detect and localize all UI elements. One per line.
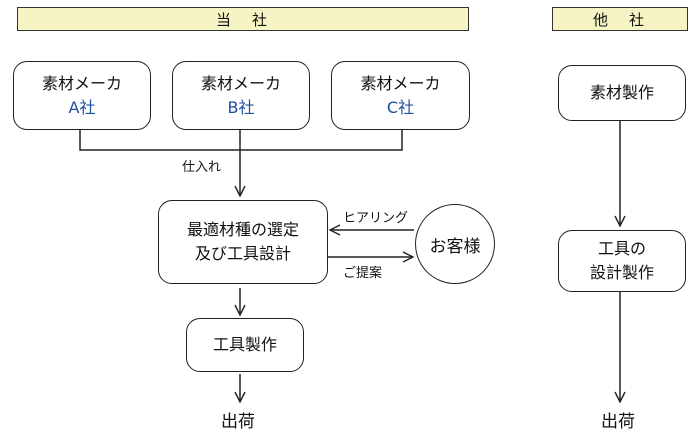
material-selection-line1: 最適材種の選定 <box>186 220 299 239</box>
supplier-a-box: 素材メーカ A社 <box>13 61 151 130</box>
supplier-b-name: B社 <box>227 97 255 117</box>
other-shipment-label: 出荷 <box>601 412 635 432</box>
customer-label: お客様 <box>429 236 481 257</box>
other-company-header: 他 社 <box>552 7 688 31</box>
purchase-label: 仕入れ <box>182 160 222 175</box>
tool-manufacture-label: 工具製作 <box>212 335 277 354</box>
other-company-label: 他 社 <box>592 10 647 29</box>
supplier-b-box: 素材メーカ B社 <box>172 61 310 130</box>
supplier-merge-line <box>79 130 403 151</box>
supplier-b-title: 素材メーカ <box>200 73 281 93</box>
material-selection-line2: 及び工具設計 <box>194 244 291 263</box>
own-company-label: 当 社 <box>215 10 270 29</box>
supplier-c-box: 素材メーカ C社 <box>331 61 470 130</box>
other-tool-design-line1: 工具の <box>597 239 646 258</box>
other-tool-design-line2: 設計製作 <box>589 263 654 282</box>
supplier-a-name: A社 <box>68 97 96 117</box>
own-shipment-label: 出荷 <box>221 412 255 432</box>
other-material-label: 素材製作 <box>589 83 654 102</box>
hearing-label: ヒアリング <box>343 211 409 226</box>
other-material-box: 素材製作 <box>558 65 686 121</box>
other-tool-design-box: 工具の 設計製作 <box>558 230 686 292</box>
tool-manufacture-box: 工具製作 <box>186 318 304 372</box>
material-selection-box: 最適材種の選定 及び工具設計 <box>158 200 328 284</box>
supplier-c-title: 素材メーカ <box>360 73 441 93</box>
proposal-label: ご提案 <box>343 266 383 281</box>
supplier-a-title: 素材メーカ <box>41 73 122 93</box>
own-company-header: 当 社 <box>17 7 469 31</box>
supplier-c-name: C社 <box>386 97 415 117</box>
customer-circle: お客様 <box>415 204 495 284</box>
